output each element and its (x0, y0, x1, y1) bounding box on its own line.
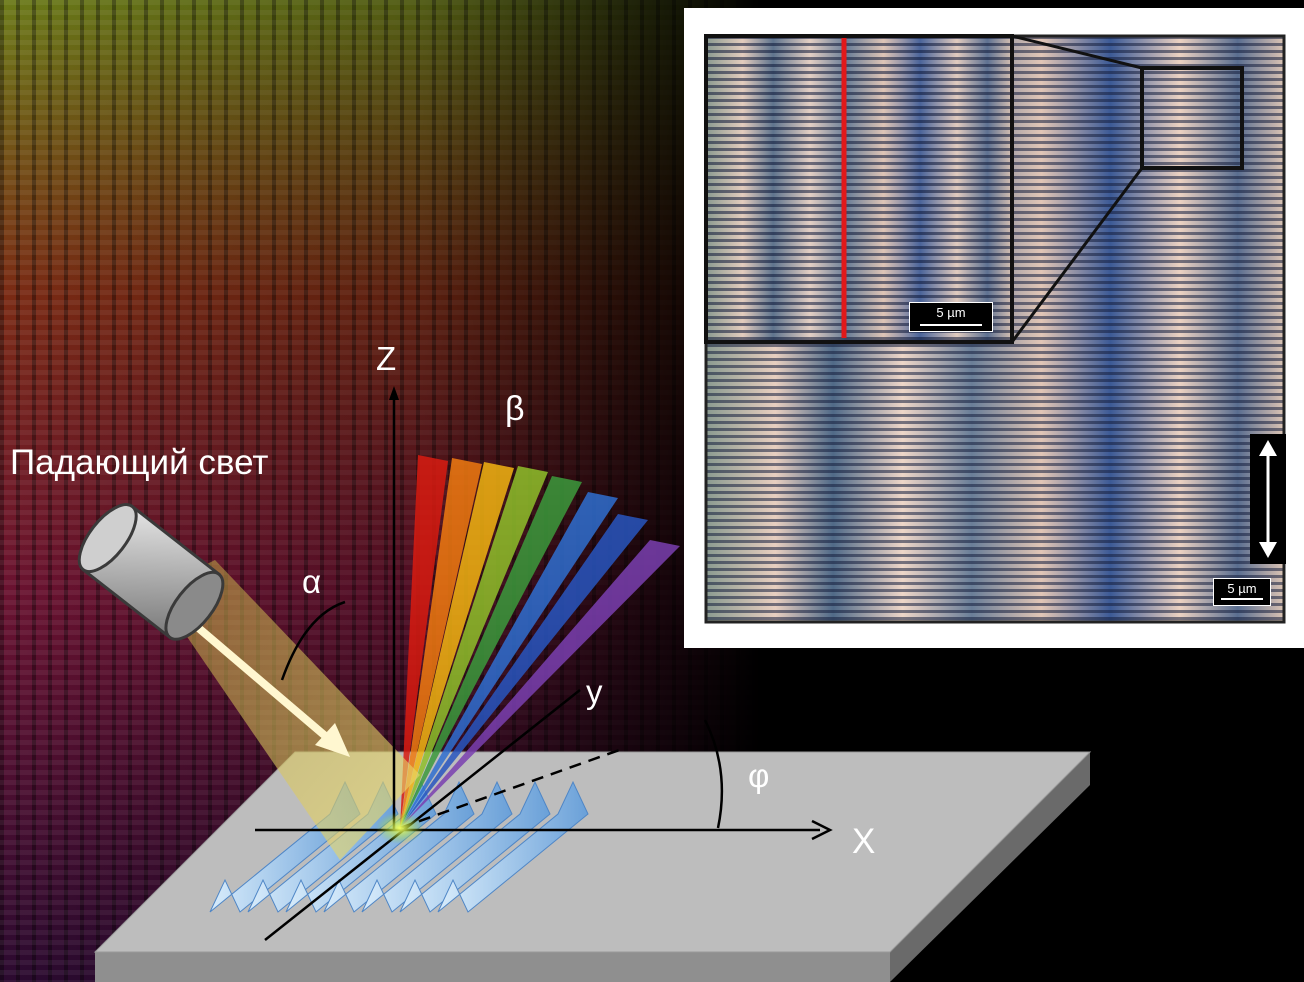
micrograph-image (684, 8, 1304, 648)
alpha-angle-label: α (302, 563, 321, 601)
plate-front-side (95, 952, 890, 982)
main-scale-bar: 5 µm (1213, 578, 1271, 606)
incident-light-label: Падающий свет (10, 443, 268, 483)
inset-scale-bar: 5 µm (909, 302, 993, 332)
beta-angle-label: β (505, 390, 525, 429)
x-axis-label: X (852, 822, 875, 862)
polarization-arrow-icon (1250, 434, 1286, 564)
inset-zoom (706, 36, 1012, 342)
illumination-spot (376, 812, 424, 844)
y-axis-label: y (586, 673, 603, 711)
sem-micrograph-panel (684, 8, 1304, 648)
phi-angle-label: φ (748, 757, 769, 795)
z-axis-label: Z (376, 340, 396, 378)
